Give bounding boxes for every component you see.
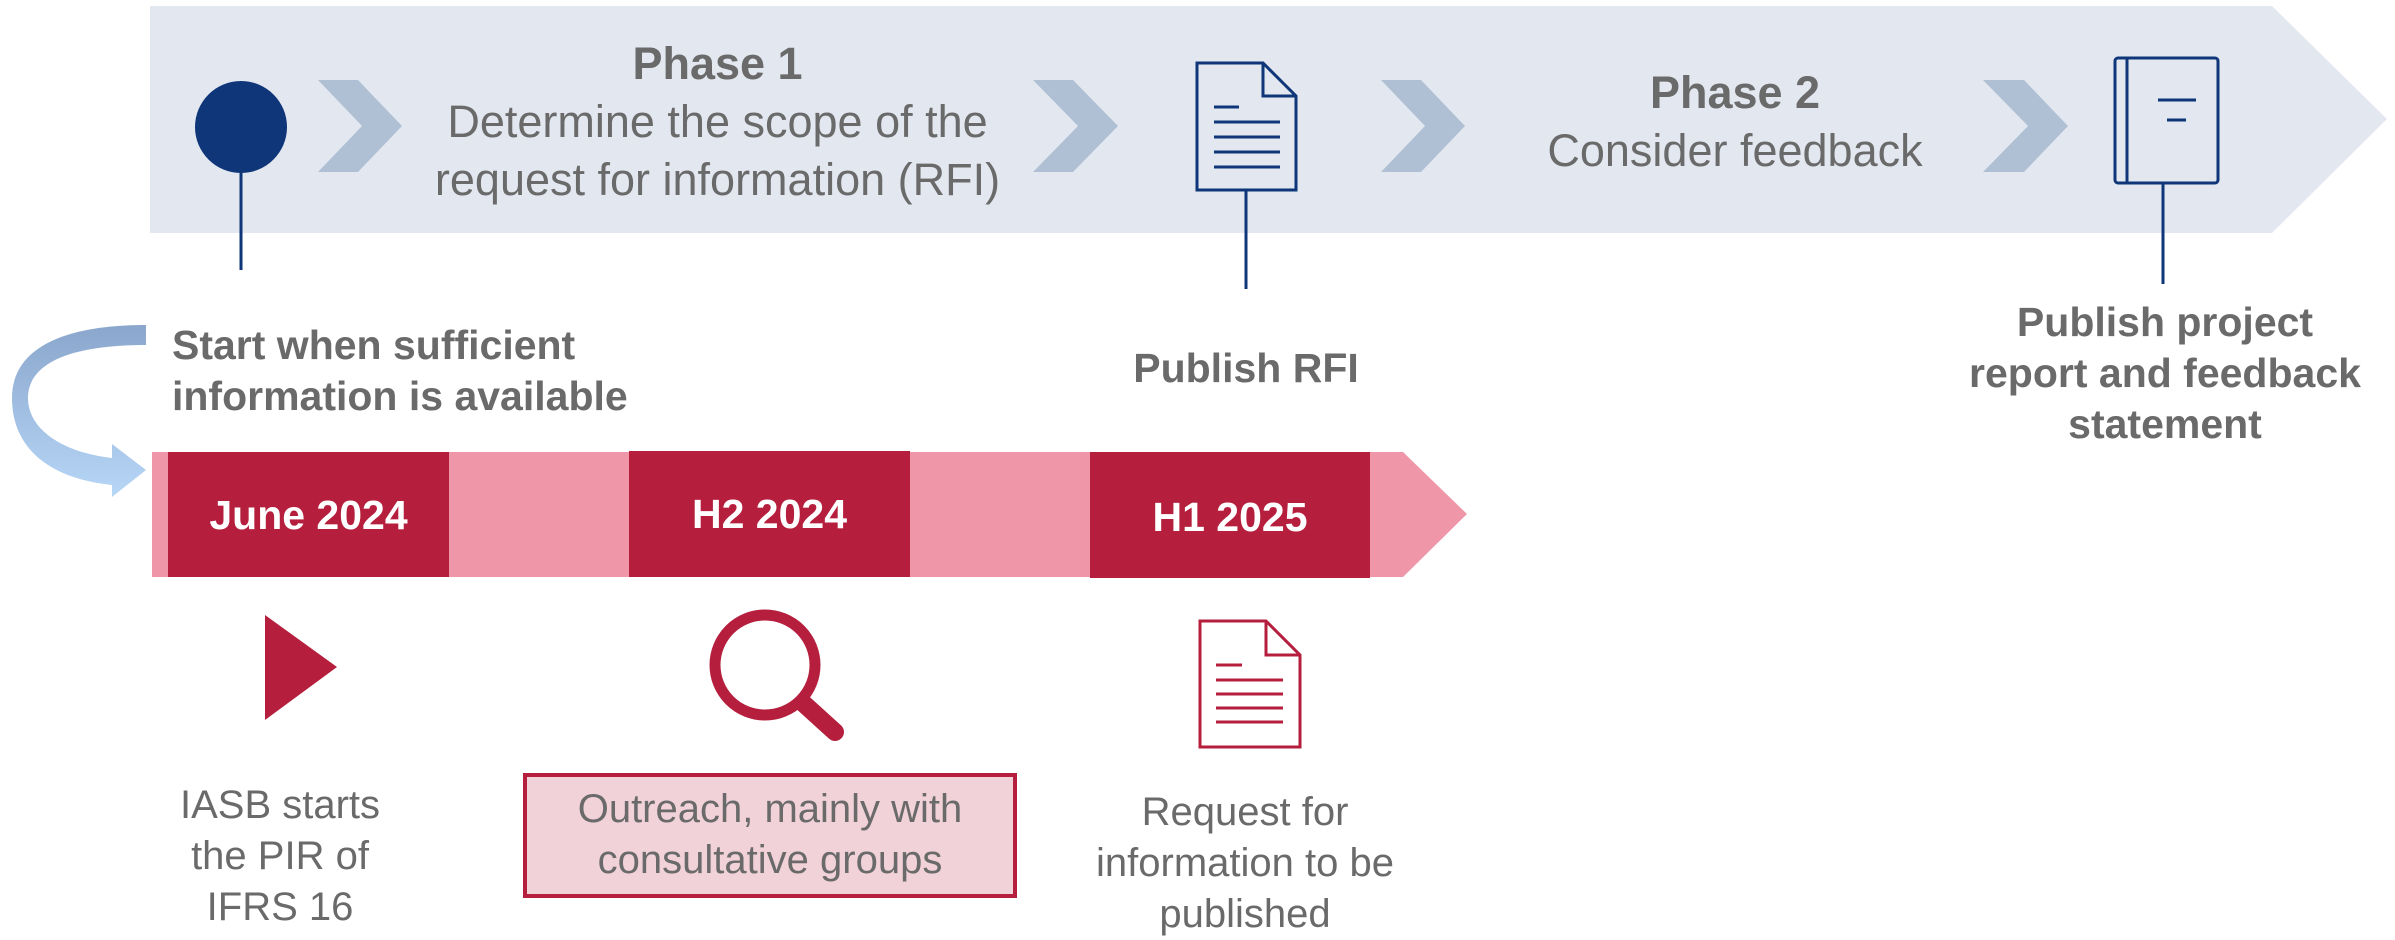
report-line3: statement xyxy=(2068,401,2262,447)
chevron-icon xyxy=(1381,80,1465,172)
report-book-icon xyxy=(2113,56,2220,185)
phase-band xyxy=(150,6,2387,233)
rfi-document-icon xyxy=(1195,61,1298,192)
start-milestone-label: Start when sufficient information is ava… xyxy=(172,320,692,422)
phase-2-desc-line1: Consider feedback xyxy=(1547,125,1923,176)
note-h2-2024: Outreach, mainly with consultative group… xyxy=(525,784,1015,886)
play-icon xyxy=(265,615,337,720)
date-box-june-2024 xyxy=(168,452,449,577)
report-milestone-label: Publish project report and feedback stat… xyxy=(1940,297,2390,450)
magnifier-icon xyxy=(709,609,844,741)
start-dot-icon xyxy=(195,81,287,173)
date-box-h1-2025 xyxy=(1090,452,1370,578)
date-box-h2-2024 xyxy=(629,451,910,577)
date-label-h2-2024: H2 2024 xyxy=(691,491,847,537)
phase-1-desc-line2: request for information (RFI) xyxy=(434,154,1001,205)
note-line: information to be xyxy=(1096,841,1394,885)
start-line1: Start when sufficient xyxy=(172,322,576,368)
phase-2-title: Phase 2 xyxy=(1649,67,1821,118)
rfi-milestone-label: Publish RFI xyxy=(1133,345,1359,391)
note-line: IFRS 16 xyxy=(206,885,354,929)
note-h1-2025: Request for information to be published xyxy=(1060,787,1430,940)
phase-1-text: Phase 1 Determine the scope of the reque… xyxy=(395,35,1040,209)
phase-1-desc-line1: Determine the scope of the xyxy=(447,96,988,147)
document-icon xyxy=(1198,619,1302,749)
note-line: Outreach, mainly with xyxy=(577,787,963,831)
note-line: the PIR of xyxy=(191,834,369,878)
note-line: consultative groups xyxy=(597,838,943,882)
phase-2-text: Phase 2 Consider feedback xyxy=(1490,64,1980,180)
date-label-h1-2025: H1 2025 xyxy=(1152,494,1308,540)
phase-1-title: Phase 1 xyxy=(632,38,803,89)
note-line: Request for xyxy=(1141,790,1349,834)
note-june-2024: IASB starts the PIR of IFRS 16 xyxy=(130,780,430,933)
note-line: IASB starts xyxy=(179,783,381,827)
outreach-box xyxy=(523,773,1017,898)
start-line2: information is available xyxy=(172,373,628,419)
date-label-june-2024: June 2024 xyxy=(209,492,408,538)
chevron-icon xyxy=(1983,80,2068,172)
chevron-icon xyxy=(1033,80,1118,172)
note-line: published xyxy=(1159,892,1331,936)
report-line2: report and feedback xyxy=(1969,350,2361,396)
chevron-icon xyxy=(318,80,402,172)
loop-arrow-icon xyxy=(12,325,146,497)
report-line1: Publish project xyxy=(2016,299,2314,345)
